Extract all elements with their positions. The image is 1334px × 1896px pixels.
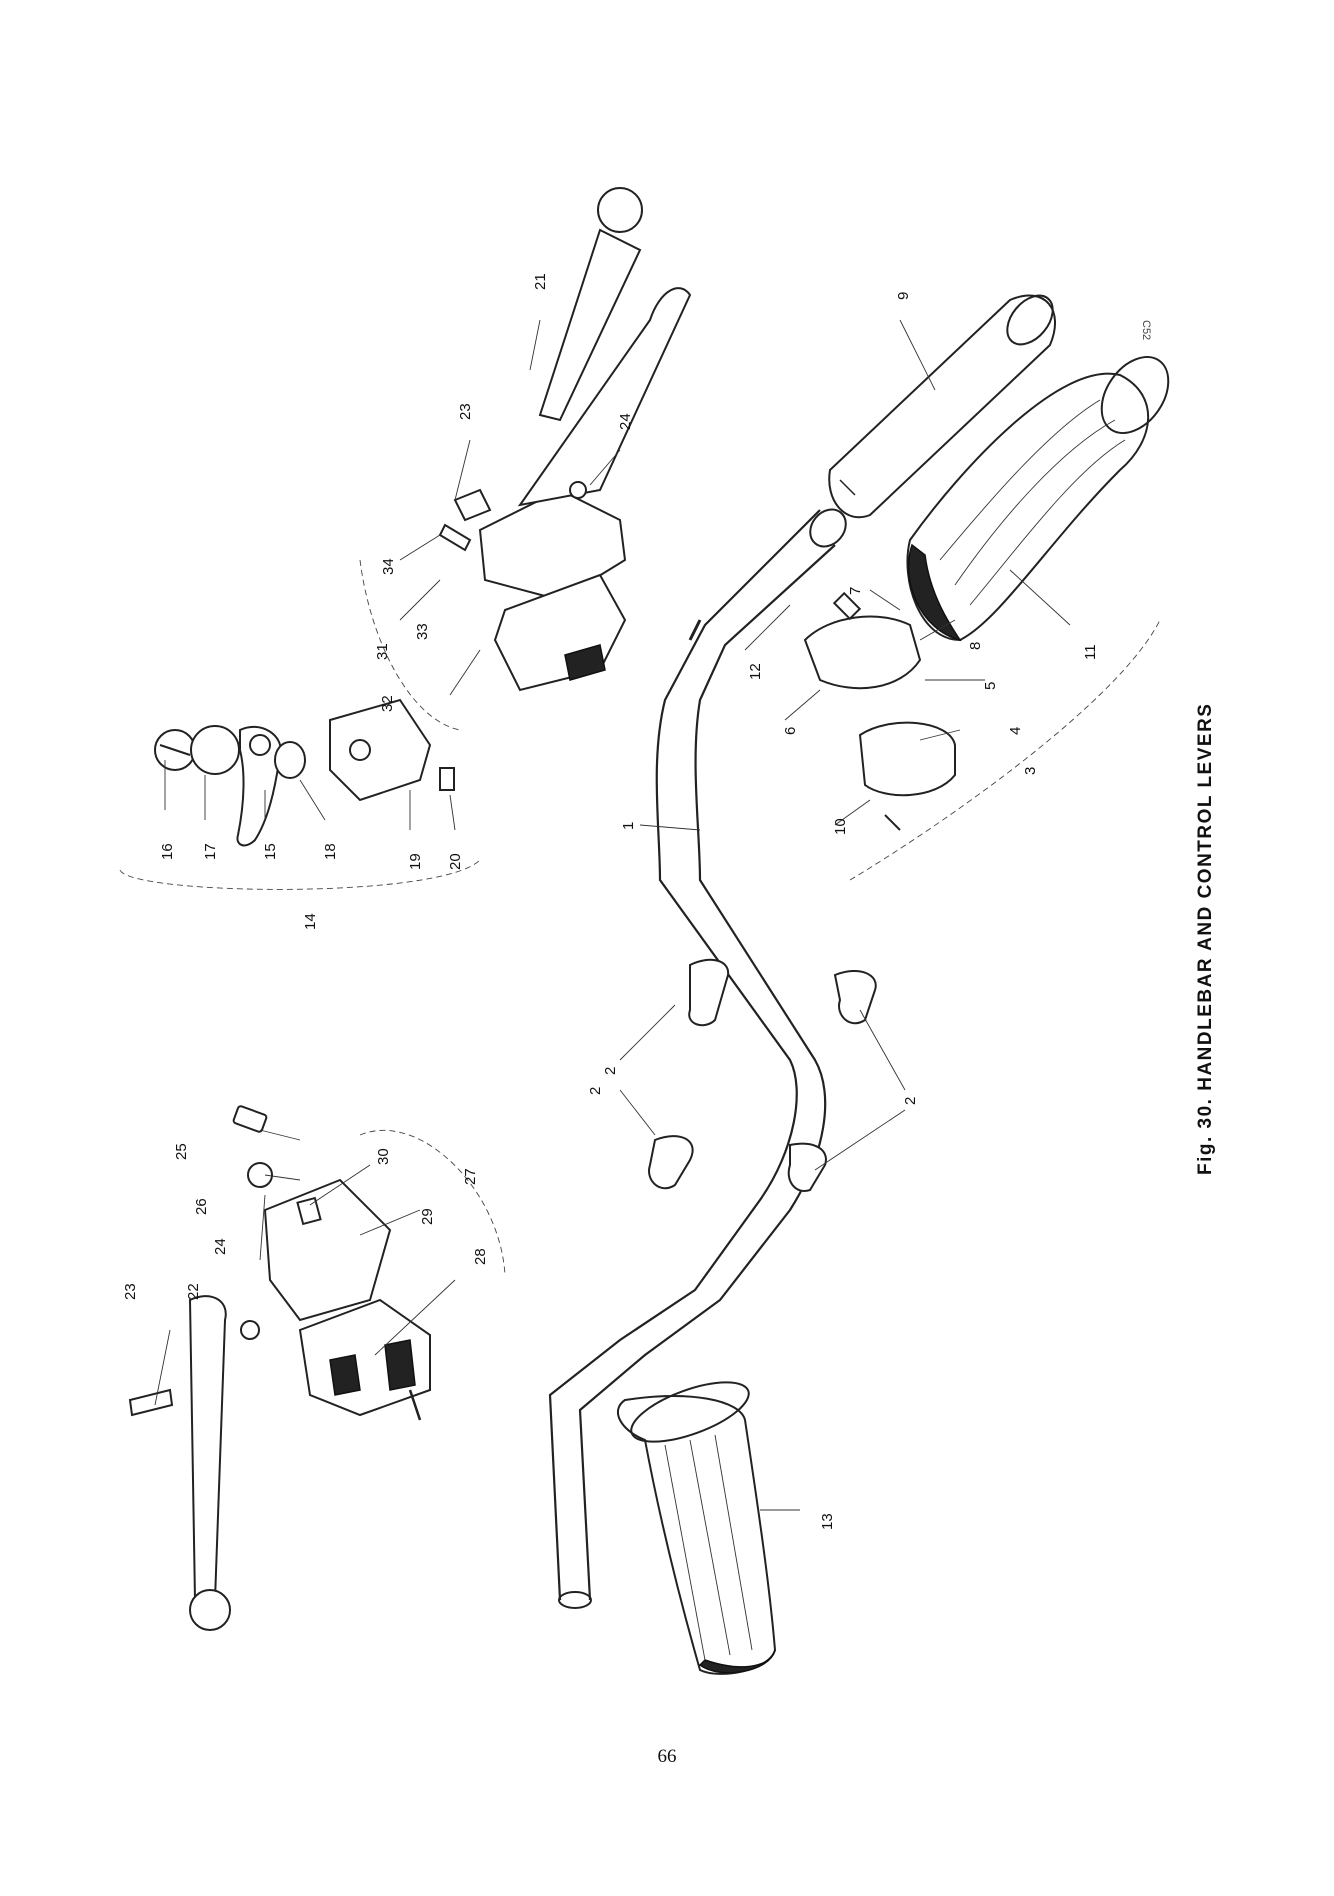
label-part-12: 12: [747, 663, 764, 680]
clamp-halves: [648, 958, 877, 1192]
bracket-14: [119, 859, 481, 890]
label-part-26: 26: [193, 1198, 210, 1215]
label-part-1: 1: [620, 822, 637, 830]
twist-grip-assembly: [803, 591, 956, 831]
label-part-20: 20: [447, 853, 464, 870]
label-part-6: 6: [782, 727, 799, 735]
label-part-9: 9: [895, 292, 912, 300]
label-part-22: 22: [185, 1283, 202, 1300]
control-lever-assembly: [154, 698, 455, 847]
label-part-4: 4: [1007, 727, 1024, 735]
front-brake-lever-assembly: [438, 187, 692, 692]
bracket-3: [849, 619, 1161, 881]
label-part-2a: 2: [602, 1067, 619, 1075]
label-part-29: 29: [419, 1208, 436, 1225]
right-grip: [906, 356, 1170, 642]
page-number: 66: [657, 1746, 677, 1767]
label-part-32: 32: [379, 695, 396, 712]
label-part-21: 21: [532, 273, 549, 290]
label-part-19: 19: [407, 853, 424, 870]
label-part-18: 18: [322, 843, 339, 860]
label-part-10: 10: [832, 818, 849, 835]
label-part-8: 8: [967, 642, 984, 650]
label-part-11: 11: [1082, 644, 1099, 660]
left-grip: [616, 1381, 777, 1675]
label-part-24a: 24: [617, 413, 634, 430]
bracket-27: [359, 1129, 506, 1276]
label-part-34: 34: [380, 558, 397, 575]
drawing-code: C52: [1140, 320, 1152, 341]
label-part-2c: 2: [587, 1087, 604, 1095]
label-part-28: 28: [472, 1248, 489, 1265]
label-part-3: 3: [1022, 767, 1039, 775]
label-part-23a: 23: [457, 403, 474, 420]
label-part-2b: 2: [902, 1097, 919, 1105]
label-part-23b: 23: [122, 1283, 139, 1300]
label-part-7: 7: [847, 587, 864, 595]
label-part-14: 14: [302, 913, 319, 930]
label-part-17: 17: [202, 843, 219, 860]
label-part-25: 25: [173, 1143, 190, 1160]
label-part-13: 13: [819, 1513, 836, 1530]
label-part-24b: 24: [212, 1238, 229, 1255]
label-part-15: 15: [262, 843, 279, 860]
label-part-27: 27: [462, 1168, 479, 1185]
twist-grip-sleeve: [828, 294, 1056, 519]
handlebar-tube: [548, 508, 847, 1609]
label-part-30: 30: [375, 1148, 392, 1165]
label-part-31: 31: [374, 643, 391, 660]
label-part-16: 16: [159, 843, 176, 860]
label-part-5: 5: [982, 682, 999, 690]
clutch-lever-assembly: [128, 1105, 431, 1631]
figure-caption: Fig. 30. HANDLEBAR AND CONTROL LEVERS: [1195, 702, 1216, 1175]
leader-lines: [154, 319, 1071, 1511]
label-part-33: 33: [414, 623, 431, 640]
part-labels: 1 2 2 2 3 4 5 6 7 8 9 10 11 12 13 14 15 …: [122, 273, 1099, 1530]
